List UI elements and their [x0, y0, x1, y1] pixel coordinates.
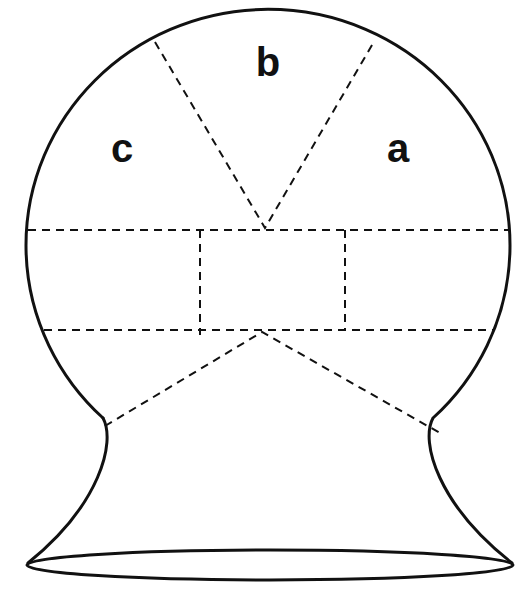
- flask-base: [27, 550, 513, 580]
- band-divider: [28, 229, 508, 231]
- sector-divider: [105, 332, 440, 433]
- region-label: b: [256, 42, 280, 82]
- flask-outline-right: [26, 9, 512, 563]
- region-label: c: [111, 128, 133, 168]
- band-divider: [344, 230, 346, 330]
- band-divider: [44, 329, 493, 331]
- flask-outline-left: [28, 418, 107, 563]
- sector-divider: [155, 40, 375, 228]
- region-label: a: [387, 128, 409, 168]
- band-divider: [199, 230, 201, 335]
